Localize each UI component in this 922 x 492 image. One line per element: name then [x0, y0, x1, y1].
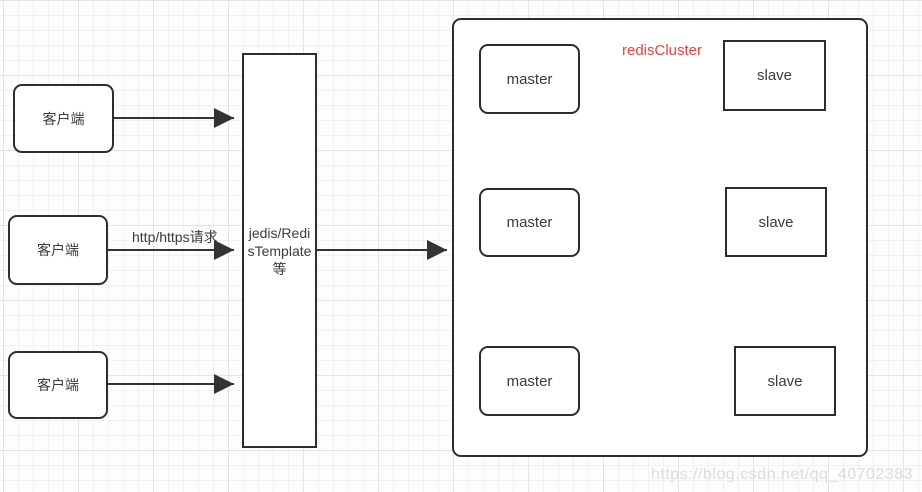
client-node-2-label: 客户端	[37, 242, 79, 258]
master-node-2-label: master	[506, 214, 553, 231]
slave-node-3-label: slave	[767, 372, 803, 390]
client-node-3: 客户端	[8, 351, 108, 419]
middleware-node-label: jedis/RedisTemplate等	[247, 224, 312, 277]
master-node-2: master	[479, 188, 580, 257]
slave-node-2-label: slave	[758, 213, 794, 231]
slave-node-2: slave	[725, 187, 827, 257]
slave-node-1: slave	[723, 40, 826, 111]
client-node-1: 客户端	[13, 84, 114, 153]
slave-node-3: slave	[734, 346, 836, 416]
client-node-3-label: 客户端	[37, 377, 79, 393]
master-node-3: master	[479, 346, 580, 416]
http-request-arrow-label: http/https请求	[132, 229, 218, 245]
master-node-1: master	[479, 44, 580, 114]
slave-node-1-label: slave	[756, 67, 793, 84]
master-node-1-label: master	[506, 70, 553, 88]
client-node-2: 客户端	[8, 215, 108, 285]
redis-cluster-label: redisCluster	[622, 42, 703, 59]
master-node-3-label: master	[506, 372, 553, 390]
csdn-watermark: https://blog.csdn.net/qq_40702383	[650, 466, 913, 483]
client-node-1-label: 客户端	[42, 110, 85, 127]
middleware-node: jedis/RedisTemplate等	[242, 53, 317, 448]
